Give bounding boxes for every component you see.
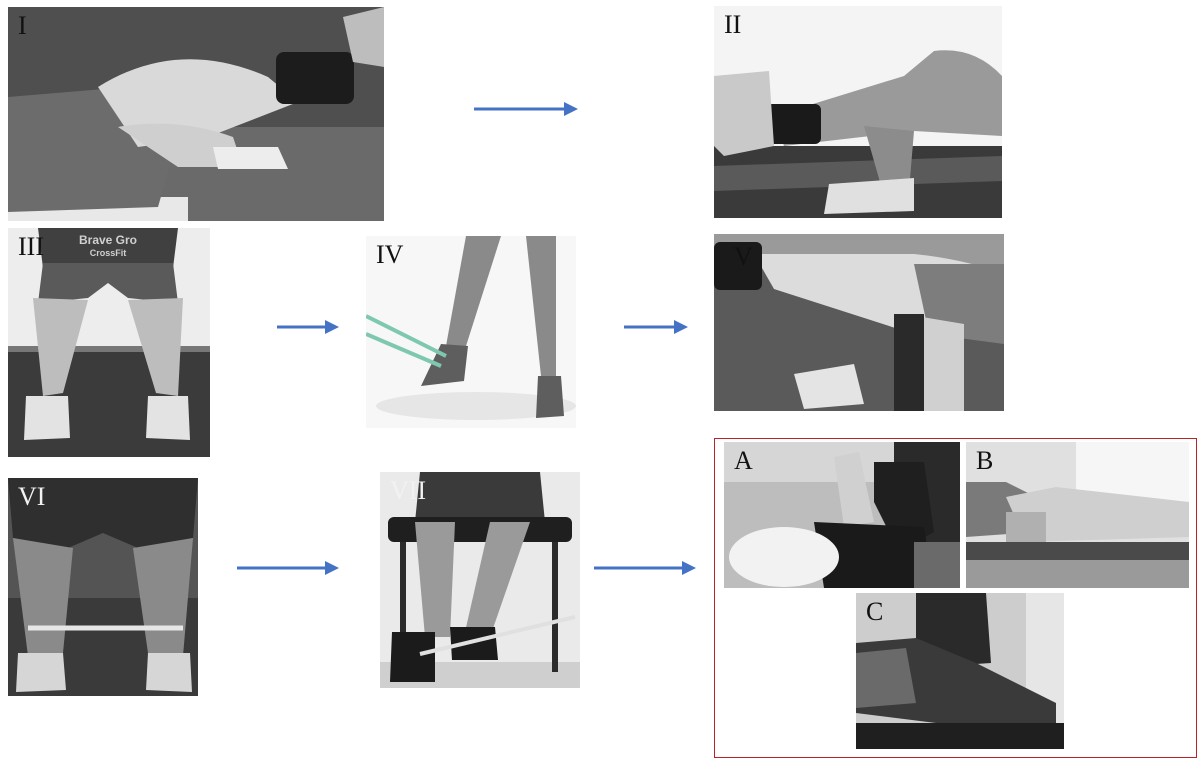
photo-panel-B: B [966,442,1189,588]
photo-panel-III: Brave Gro CrossFit III [8,228,210,457]
photo-III-illustration: Brave Gro CrossFit [8,228,210,457]
shirt-logo-subtext: CrossFit [90,248,127,258]
panel-label-II: II [724,12,741,38]
panel-label-III: III [18,234,44,260]
arrow-right-icon [237,559,341,577]
photo-panel-VII: VII [380,472,580,688]
panel-label-VI: VI [18,484,45,510]
panel-label-C: C [866,599,883,625]
photo-panel-VI: VI [8,478,198,696]
photo-B-illustration [966,442,1189,588]
panel-label-VII: VII [390,478,426,504]
arrow-right-icon [277,318,341,336]
panel-label-V: V [734,244,753,270]
photo-V-illustration [714,234,1004,411]
photo-I-illustration [8,7,384,221]
panel-label-I: I [18,13,27,39]
photo-C-illustration [856,593,1064,749]
photo-panel-C: C [856,593,1064,749]
arrow-right-icon [474,100,580,118]
panel-label-A: A [734,448,753,474]
photo-panel-A: A [724,442,960,588]
photo-II-illustration [714,6,1002,218]
panel-label-IV: IV [376,242,403,268]
arrow-right-icon [594,559,698,577]
photo-panel-IV: IV [366,236,576,428]
panel-label-B: B [976,448,993,474]
photo-panel-II: II [714,6,1002,218]
photo-panel-V: V [714,234,1004,411]
arrow-right-icon [624,318,690,336]
shirt-logo-text: Brave Gro [79,233,137,247]
photo-A-illustration [724,442,960,588]
photo-panel-I: I [8,7,384,221]
